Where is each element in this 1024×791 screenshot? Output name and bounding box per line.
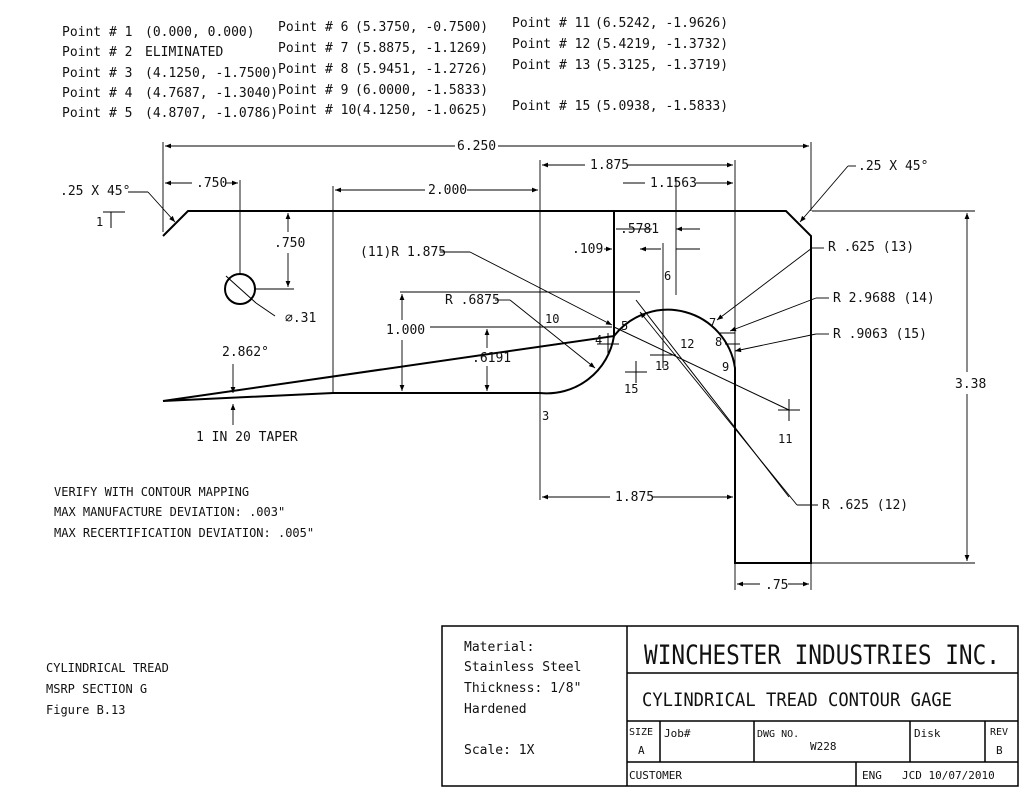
point-marker-1: 1 [96,215,103,229]
point-marker-7: 7 [709,316,716,330]
hole-leader [225,275,257,304]
rev-label: REV [990,727,1008,738]
dwg-value: W228 [810,740,837,753]
point-10-coords: (4.1250, -1.0625) [355,103,488,118]
dim-overall-width: 6.250 [457,139,496,154]
dim-6191: .6191 [472,351,511,366]
point-8-label: Point # 8 [278,62,348,77]
point-marker-15: 15 [624,382,638,396]
dim-notch-width-bottom: 1.875 [615,490,654,505]
thickness-value: Thickness: 1/8" [464,681,581,696]
note-max-recertification: MAX RECERTIFICATION DEVIATION: .005" [54,526,314,540]
point-12-label: Point # 12 [512,37,590,52]
point-9-label: Point # 9 [278,83,348,98]
dim-11563: 1.1563 [650,176,697,191]
point-12-coords: (5.4219, -1.3732) [595,37,728,52]
point-4-label: Point # 4 [62,86,133,101]
drawing-title: CYLINDRICAL TREAD CONTOUR GAGE [642,689,952,711]
point-11-coords: (6.5242, -1.9626) [595,16,728,31]
point-marker-12: 12 [680,337,694,351]
dim-hole-y: .750 [274,236,305,251]
title-block: Material: Stainless Steel Thickness: 1/8… [441,625,1019,787]
rev-value: B [996,744,1003,757]
point-15-coords: (5.0938, -1.5833) [595,99,728,114]
point-10-label: Point # 10 [278,103,356,118]
point-1-label: Point # 1 [62,25,132,40]
scale-value: Scale: 1X [464,743,535,758]
point-marker-4: 4 [595,333,602,347]
point-marker-9: 9 [722,360,729,374]
reference-line-1: CYLINDRICAL TREAD [46,661,169,675]
dim-hole-x: .750 [196,176,227,191]
point-table: Point # 1 (0.000, 0.000) Point # 2 ELIMI… [62,16,728,121]
reference-line-2: MSRP SECTION G [46,682,147,696]
company-name: WINCHESTER INDUSTRIES INC. [644,640,1000,671]
point-11-label: Point # 11 [512,16,590,31]
note-verify: VERIFY WITH CONTOUR MAPPING [54,485,249,499]
point-13-label: Point # 13 [512,58,590,73]
dim-r14: R 2.9688 (14) [833,291,935,306]
dim-r6875: R .6875 [445,293,500,308]
point-markers: 1 3 4 5 6 7 8 9 10 11 12 13 15 [96,215,792,446]
construction-lines [103,211,800,498]
dim-height-1000: 1.000 [386,323,425,338]
size-label: SIZE [629,727,653,738]
point-3-coords: (4.1250, -1.7500) [145,66,278,81]
dim-r15: R .9063 (15) [833,327,927,342]
point-5-label: Point # 5 [62,106,132,121]
dim-109: .109 [572,242,603,257]
hardened-value: Hardened [464,702,527,717]
dim-r13: R .625 (13) [828,240,914,255]
reference-line-3: Figure B.13 [46,703,125,717]
material-label: Material: [464,640,534,655]
point-marker-6: 6 [664,269,671,283]
dim-r11: (11)R 1.875 [360,245,446,260]
point-9-coords: (6.0000, -1.5833) [355,83,488,98]
eng-label: ENG [862,769,882,782]
point-marker-10: 10 [545,312,559,326]
point-marker-3: 3 [542,409,549,423]
point-7-coords: (5.8875, -1.1269) [355,41,488,56]
dim-angle: 2.862° [222,345,269,360]
point-5-coords: (4.8707, -1.0786) [145,106,278,121]
point-marker-8: 8 [715,335,722,349]
eng-value: JCD 10/07/2010 [902,769,995,782]
job-label: Job# [664,727,691,740]
reference-block: CYLINDRICAL TREAD MSRP SECTION G Figure … [46,661,169,717]
point-2-coords: ELIMINATED [145,45,223,60]
point-marker-11: 11 [778,432,792,446]
size-value: A [638,744,645,757]
point-marker-5: 5 [621,319,628,333]
customer-label: CUSTOMER [629,769,682,782]
note-max-manufacture: MAX MANUFACTURE DEVIATION: .003" [54,505,285,519]
point-3-label: Point # 3 [62,66,132,81]
point-1-coords: (0.000, 0.000) [145,25,255,40]
point-2-label: Point # 2 [62,45,132,60]
dim-r12: R .625 (12) [822,498,908,513]
point-8-coords: (5.9451, -1.2726) [355,62,488,77]
dim-5781: .5781 [620,222,659,237]
point-7-label: Point # 7 [278,41,348,56]
dim-height: 3.38 [955,377,986,392]
notes: VERIFY WITH CONTOUR MAPPING MAX MANUFACT… [54,485,314,540]
dim-leg-width: .75 [765,578,788,593]
point-6-coords: (5.3750, -0.7500) [355,20,488,35]
dwg-label: DWG NO. [757,729,799,740]
dim-chamfer-right: .25 X 45° [858,159,928,174]
dim-chamfer-left: .25 X 45° [60,184,130,199]
material-value: Stainless Steel [464,660,581,675]
point-15-label: Point # 15 [512,99,590,114]
point-marker-13: 13 [655,359,669,373]
point-4-coords: (4.7687, -1.3040) [145,86,278,101]
hole-leader-2 [255,302,276,317]
dim-hole-dia: ∅.31 [285,311,316,326]
point-6-label: Point # 6 [278,20,348,35]
point-13-coords: (5.3125, -1.3719) [595,58,728,73]
disk-label: Disk [914,727,941,740]
dim-slot-offset: 2.000 [428,183,467,198]
dimensions: 6.250 1.875 1.1563 2.000 .750 .750 ∅.31 … [60,139,986,593]
dim-taper: 1 IN 20 TAPER [196,430,298,445]
dim-notch-width-top: 1.875 [590,158,629,173]
